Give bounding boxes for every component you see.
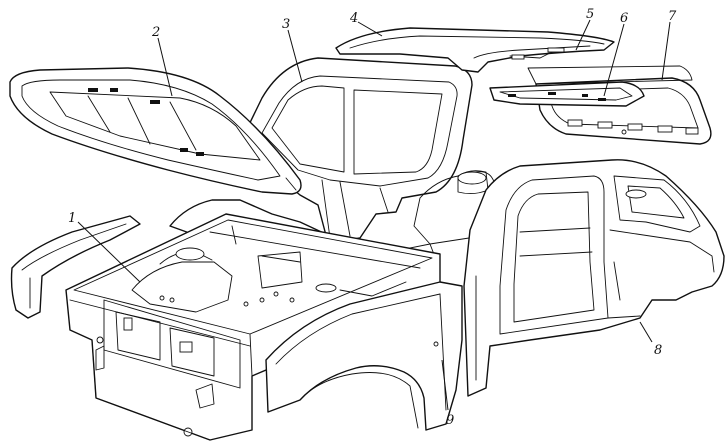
- front-body-part: [65, 213, 441, 441]
- side-frame-part: [242, 57, 473, 244]
- leader-lines: [77, 19, 671, 411]
- leader-line-9: [441, 359, 449, 411]
- leader-line-1: [77, 221, 141, 283]
- leader-line-7: [661, 21, 671, 81]
- leader-line-2: [157, 37, 173, 97]
- leader-line-3: [287, 29, 303, 83]
- leader-line-4: [357, 21, 383, 37]
- hood-part: [9, 67, 302, 195]
- callout-6: 6: [620, 11, 628, 26]
- front-fender-part: [265, 281, 463, 431]
- leader-line-5: [575, 19, 591, 51]
- callout-3: 3: [282, 17, 290, 32]
- callout-1: 1: [68, 211, 76, 226]
- callout-labels: 1 2 3 4 5 6 7 8 9: [68, 7, 677, 428]
- leader-line-8: [639, 321, 653, 343]
- tailgate-inner-panel-part: [489, 81, 645, 107]
- callout-9: 9: [446, 413, 454, 428]
- roof-panel-part: [335, 27, 615, 73]
- rear-body-side-part: [463, 159, 725, 397]
- callout-5: 5: [586, 7, 594, 22]
- callout-2: 2: [151, 25, 160, 40]
- callout-4: 4: [349, 11, 358, 26]
- callout-7: 7: [668, 9, 677, 24]
- left-side-panel-part: [10, 215, 141, 319]
- callout-8: 8: [654, 343, 662, 358]
- leader-line-6: [603, 23, 625, 97]
